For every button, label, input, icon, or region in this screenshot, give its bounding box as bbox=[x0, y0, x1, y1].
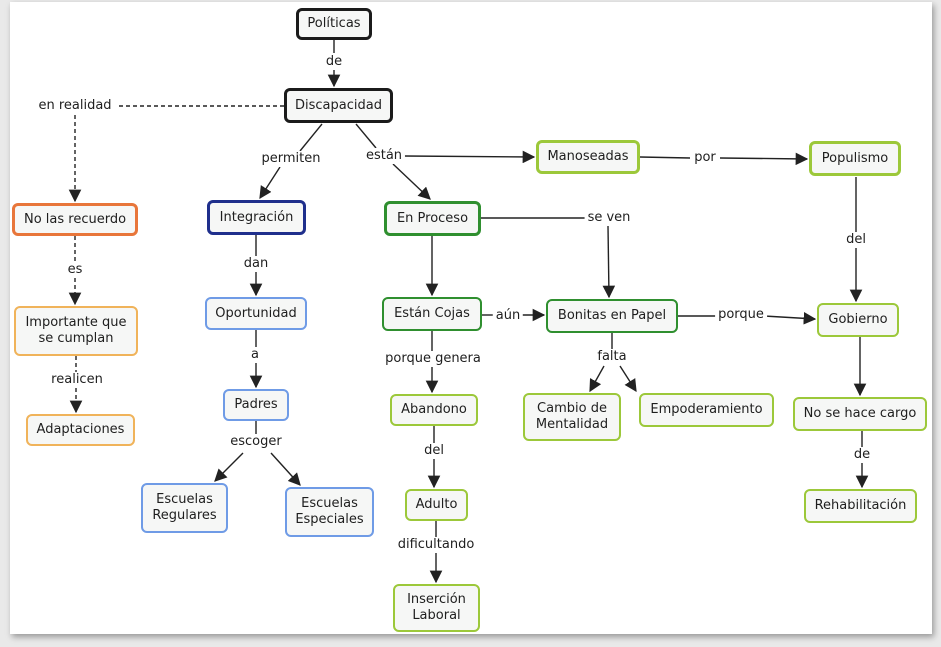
link-label-del-abandono: del bbox=[421, 443, 447, 459]
link-label-de: de bbox=[322, 54, 346, 70]
connector-falta-cambio bbox=[589, 365, 605, 393]
node-abandono[interactable]: Abandono bbox=[390, 394, 478, 426]
link-label-porque-genera: porque genera bbox=[382, 351, 484, 367]
link-label-es: es bbox=[64, 262, 86, 278]
connector-estan-manoseadas bbox=[403, 150, 536, 164]
link-label-del-populismo: del bbox=[843, 232, 869, 248]
link-label-en-realidad: en realidad bbox=[35, 98, 115, 114]
node-populismo[interactable]: Populismo bbox=[809, 141, 901, 176]
node-cambio-de-mentalidad[interactable]: Cambio de Mentalidad bbox=[523, 393, 621, 441]
link-label-realicen: realicen bbox=[48, 372, 106, 388]
link-label-por: por bbox=[691, 150, 719, 166]
node-oportunidad[interactable]: Oportunidad bbox=[205, 297, 307, 330]
link-label-porque: porque bbox=[715, 307, 767, 323]
link-label-dificultando: dificultando bbox=[394, 537, 478, 553]
link-label-dan: dan bbox=[240, 256, 272, 272]
node-discapacidad[interactable]: Discapacidad bbox=[284, 88, 393, 123]
node-politicas[interactable]: Políticas bbox=[296, 8, 372, 40]
connector-escoger-especiales bbox=[270, 452, 301, 486]
link-label-estan: están bbox=[362, 148, 406, 164]
node-estan-cojas[interactable]: Están Cojas bbox=[382, 297, 482, 331]
connector-seven-bonitas bbox=[602, 225, 616, 299]
node-escuelas-regulares[interactable]: Escuelas Regulares bbox=[141, 483, 228, 533]
connector-manoseadas-por bbox=[639, 156, 691, 159]
link-label-se-ven: se ven bbox=[584, 210, 634, 226]
connector-estan-enproceso bbox=[392, 163, 431, 200]
node-gobierno[interactable]: Gobierno bbox=[817, 303, 899, 337]
link-label-aun: aún bbox=[492, 308, 524, 324]
node-importante-que-se-cumplan[interactable]: Importante que se cumplan bbox=[14, 306, 138, 356]
connector-discapacidad-permiten bbox=[299, 123, 323, 152]
node-en-proceso[interactable]: En Proceso bbox=[384, 201, 481, 236]
node-escuelas-especiales[interactable]: Escuelas Especiales bbox=[285, 487, 374, 537]
node-padres[interactable]: Padres bbox=[223, 389, 289, 421]
connector-falta-empoderamiento bbox=[619, 365, 637, 393]
link-label-a: a bbox=[248, 347, 262, 363]
node-bonitas-en-papel[interactable]: Bonitas en Papel bbox=[546, 299, 678, 333]
link-label-de-rehabilitacion: de bbox=[850, 447, 874, 463]
node-insercion-laboral[interactable]: Inserción Laboral bbox=[393, 584, 480, 632]
connector-escoger-regulares bbox=[214, 452, 244, 482]
connector-por-populismo bbox=[719, 152, 809, 166]
connector-discapacidad-estan bbox=[355, 123, 377, 149]
connector-porque-gobierno bbox=[763, 312, 817, 325]
connector-permiten-integracion bbox=[259, 166, 281, 200]
link-label-permiten: permiten bbox=[258, 151, 324, 167]
node-manoseadas[interactable]: Manoseadas bbox=[536, 140, 640, 174]
node-no-se-hace-cargo[interactable]: No se hace cargo bbox=[793, 397, 927, 431]
node-rehabilitacion[interactable]: Rehabilitación bbox=[804, 489, 917, 523]
node-no-las-recuerdo[interactable]: No las recuerdo bbox=[12, 203, 138, 236]
node-adulto[interactable]: Adulto bbox=[405, 489, 468, 521]
node-integracion[interactable]: Integración bbox=[207, 200, 306, 235]
link-label-falta: falta bbox=[594, 349, 630, 365]
link-label-escoger: escoger bbox=[227, 434, 285, 450]
node-adaptaciones[interactable]: Adaptaciones bbox=[26, 414, 135, 446]
node-empoderamiento[interactable]: Empoderamiento bbox=[639, 393, 774, 427]
